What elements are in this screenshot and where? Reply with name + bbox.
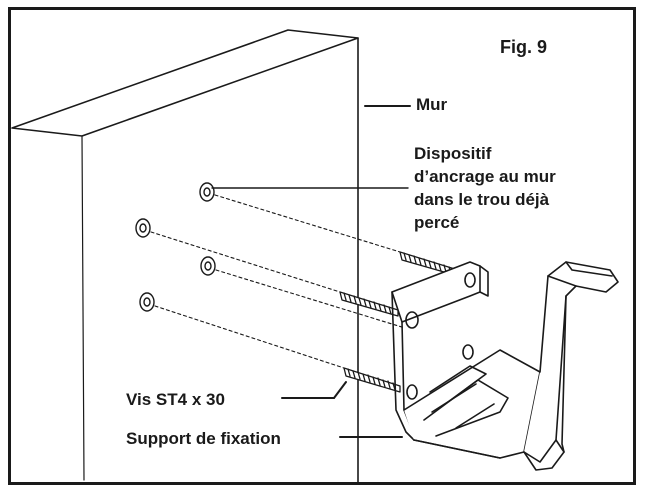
screw-bottom xyxy=(343,367,401,393)
bracket-label: Support de fixation xyxy=(126,429,281,448)
wall-anchor-rings xyxy=(135,182,216,312)
anchor-label: Dispositif d’ancrage au mur dans le trou… xyxy=(414,144,556,232)
wall-label: Mur xyxy=(416,95,448,114)
screw-label: Vis ST4 x 30 xyxy=(126,390,225,409)
figure-title: Fig. 9 xyxy=(500,37,548,57)
mounting-bracket xyxy=(391,261,619,471)
guide-lines xyxy=(150,194,406,369)
wall-panel xyxy=(11,29,411,483)
screws xyxy=(339,251,459,393)
screw-middle xyxy=(339,291,399,317)
